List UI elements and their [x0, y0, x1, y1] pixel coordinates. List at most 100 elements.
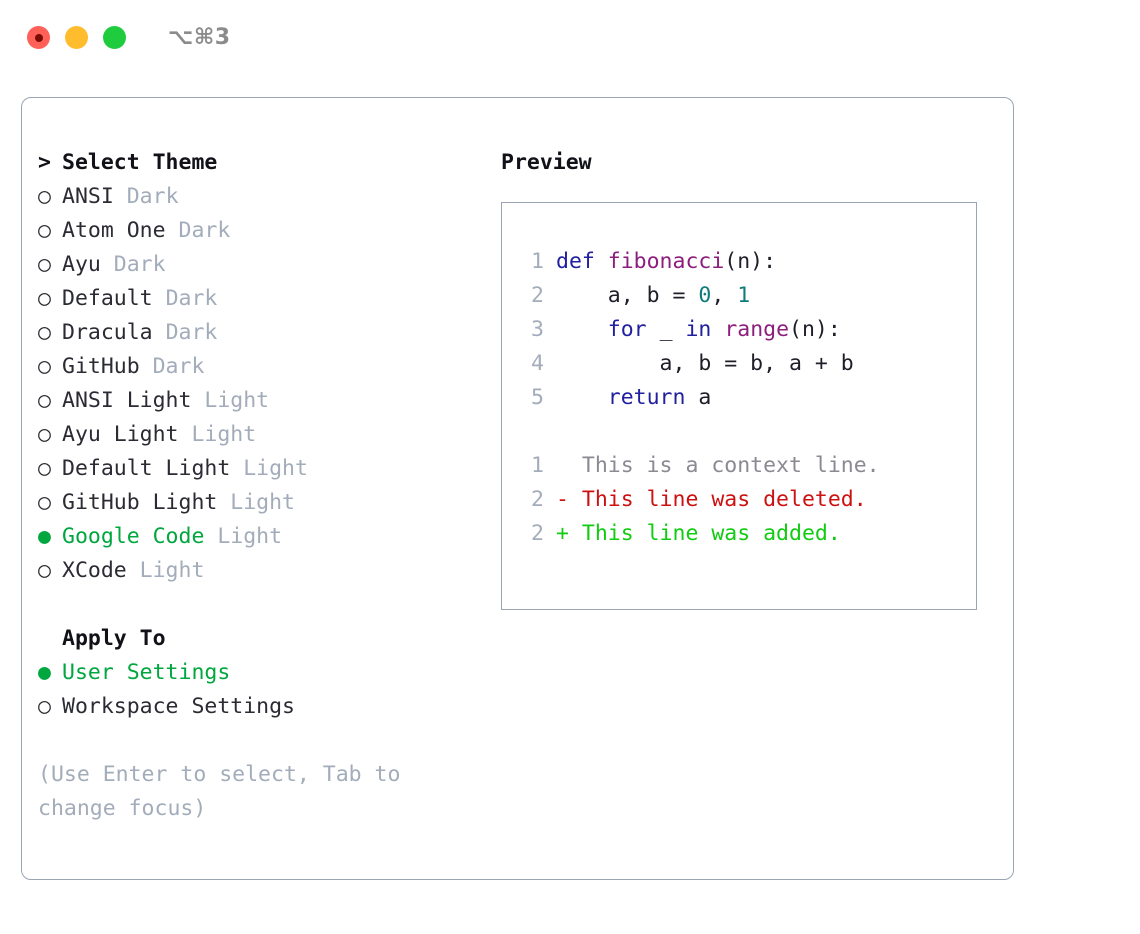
theme-option-name: GitHub Light: [62, 490, 231, 515]
code-token: This is a context line.: [556, 453, 880, 478]
theme-option-name: Google Code: [62, 524, 218, 549]
theme-option-row[interactable]: ○ ANSI Light Light: [38, 384, 478, 418]
radio-unselected-icon: ○: [38, 218, 51, 243]
preview-heading: Preview: [501, 150, 592, 175]
radio-unselected-icon: ○: [38, 184, 51, 209]
radio-selected-icon: ●: [38, 660, 51, 685]
code-token: return: [607, 385, 686, 410]
theme-option-variant: Dark: [165, 320, 218, 345]
code-token: [556, 385, 608, 410]
theme-option-name: ANSI Light: [62, 388, 205, 413]
theme-option-variant: Dark: [126, 184, 179, 209]
apply-to-option-row[interactable]: ○ Workspace Settings: [38, 690, 478, 724]
theme-option-row[interactable]: ○ GitHub Light Light: [38, 486, 478, 520]
theme-option-row[interactable]: ○ Default Light Light: [38, 452, 478, 486]
traffic-light-controls: [27, 26, 126, 49]
code-token: range: [724, 317, 790, 342]
theme-option-variant: Dark: [152, 354, 205, 379]
radio-unselected-icon: ○: [38, 558, 51, 583]
code-line: 1 def fibonacci(n):: [522, 245, 968, 279]
theme-selection-column: >Select Theme○ANSI Dark○Atom One Dark○Ay…: [38, 146, 478, 724]
select-theme-heading: > Select Theme: [38, 146, 478, 180]
radio-selected-icon: ●: [38, 524, 51, 549]
theme-option-row[interactable]: ○ Ayu Dark: [38, 248, 478, 282]
theme-option-variant: Dark: [165, 286, 218, 311]
code-token: 0: [698, 283, 712, 308]
line-number: 4: [531, 351, 544, 376]
theme-option-name: Ayu Light: [62, 422, 192, 447]
close-window-icon[interactable]: [27, 26, 50, 49]
theme-option-variant: Light: [230, 490, 296, 515]
line-number: 2: [531, 487, 544, 512]
code-line: 5 return a: [522, 381, 968, 415]
theme-option-name: Dracula: [62, 320, 166, 345]
theme-option-name: Default Light: [62, 456, 244, 481]
radio-unselected-icon: ○: [38, 354, 51, 379]
theme-option-name: GitHub: [62, 354, 153, 379]
diff-line: 2 + This line was added.: [522, 517, 968, 551]
theme-option-name: Ayu: [62, 252, 114, 277]
code-token: [711, 317, 724, 342]
focus-caret-icon: >: [38, 150, 51, 175]
diff-line: 2 - This line was deleted.: [522, 483, 968, 517]
code-token: a, b = b, a + b: [556, 351, 854, 376]
code-line: 4 a, b = b, a + b: [522, 347, 968, 381]
code-token: [556, 317, 608, 342]
theme-option-variant: Light: [139, 558, 205, 583]
code-token: 1: [737, 283, 751, 308]
code-line: 2 a, b = 0, 1: [522, 279, 968, 313]
radio-unselected-icon: ○: [38, 320, 51, 345]
section-spacer: [38, 588, 478, 622]
theme-option-row[interactable]: ○Ayu Light Light: [38, 418, 478, 452]
theme-option-name: Default: [62, 286, 166, 311]
theme-option-variant: Light: [204, 388, 270, 413]
select-theme-heading-label: Select Theme: [62, 150, 218, 175]
maximize-window-icon[interactable]: [103, 26, 126, 49]
apply-to-heading: Apply To: [62, 626, 166, 651]
code-token: _: [646, 317, 686, 342]
theme-option-row[interactable]: ○Atom One Dark: [38, 214, 478, 248]
code-token: fibonacci: [607, 249, 725, 274]
theme-option-row[interactable]: ○ GitHub Dark: [38, 350, 478, 384]
theme-option-row[interactable]: ○ Dracula Dark: [38, 316, 478, 350]
line-number: 3: [531, 317, 544, 342]
apply-to-option-label: User Settings: [62, 660, 231, 685]
theme-option-variant: Light: [217, 524, 283, 549]
line-number: 2: [531, 283, 544, 308]
line-number: 2: [531, 521, 544, 546]
radio-unselected-icon: ○: [38, 252, 51, 277]
radio-unselected-icon: ○: [38, 388, 51, 413]
theme-picker-panel: >Select Theme○ANSI Dark○Atom One Dark○Ay…: [21, 97, 1014, 880]
radio-unselected-icon: ○: [38, 694, 51, 719]
apply-to-option-label: Workspace Settings: [62, 694, 295, 719]
code-token: - This line was deleted.: [556, 487, 867, 512]
theme-option-variant: Dark: [113, 252, 166, 277]
radio-unselected-icon: ○: [38, 456, 51, 481]
theme-option-row[interactable]: ○ANSI Dark: [38, 180, 478, 214]
code-token: def: [556, 249, 608, 274]
line-number: 1: [531, 249, 544, 274]
theme-option-row[interactable]: ● Google Code Light: [38, 520, 478, 554]
minimize-window-icon[interactable]: [65, 26, 88, 49]
code-line: 3 for _ in range(n):: [522, 313, 968, 347]
radio-unselected-icon: ○: [38, 286, 51, 311]
code-token: a: [685, 385, 712, 410]
code-token: + This line was added.: [556, 521, 841, 546]
theme-option-row[interactable]: ○ Default Dark: [38, 282, 478, 316]
keyboard-shortcut-label: ⌥⌘3: [168, 25, 231, 50]
preview-column: Preview: [501, 146, 1001, 180]
radio-unselected-icon: ○: [38, 490, 51, 515]
code-token: for: [607, 317, 647, 342]
apply-to-option-row[interactable]: ● User Settings: [38, 656, 478, 690]
theme-option-row[interactable]: ○ XCode Light: [38, 554, 478, 588]
theme-option-variant: Light: [243, 456, 308, 481]
code-token: (n):: [724, 249, 777, 274]
line-number: 1: [531, 453, 544, 478]
code-token: in: [685, 317, 712, 342]
theme-option-name: XCode: [62, 558, 140, 583]
keyboard-hint-text: (Use Enter to select, Tab to change focu…: [38, 762, 414, 821]
title-bar: ⌥⌘3: [0, 0, 1140, 78]
theme-option-variant: Light: [191, 422, 257, 447]
